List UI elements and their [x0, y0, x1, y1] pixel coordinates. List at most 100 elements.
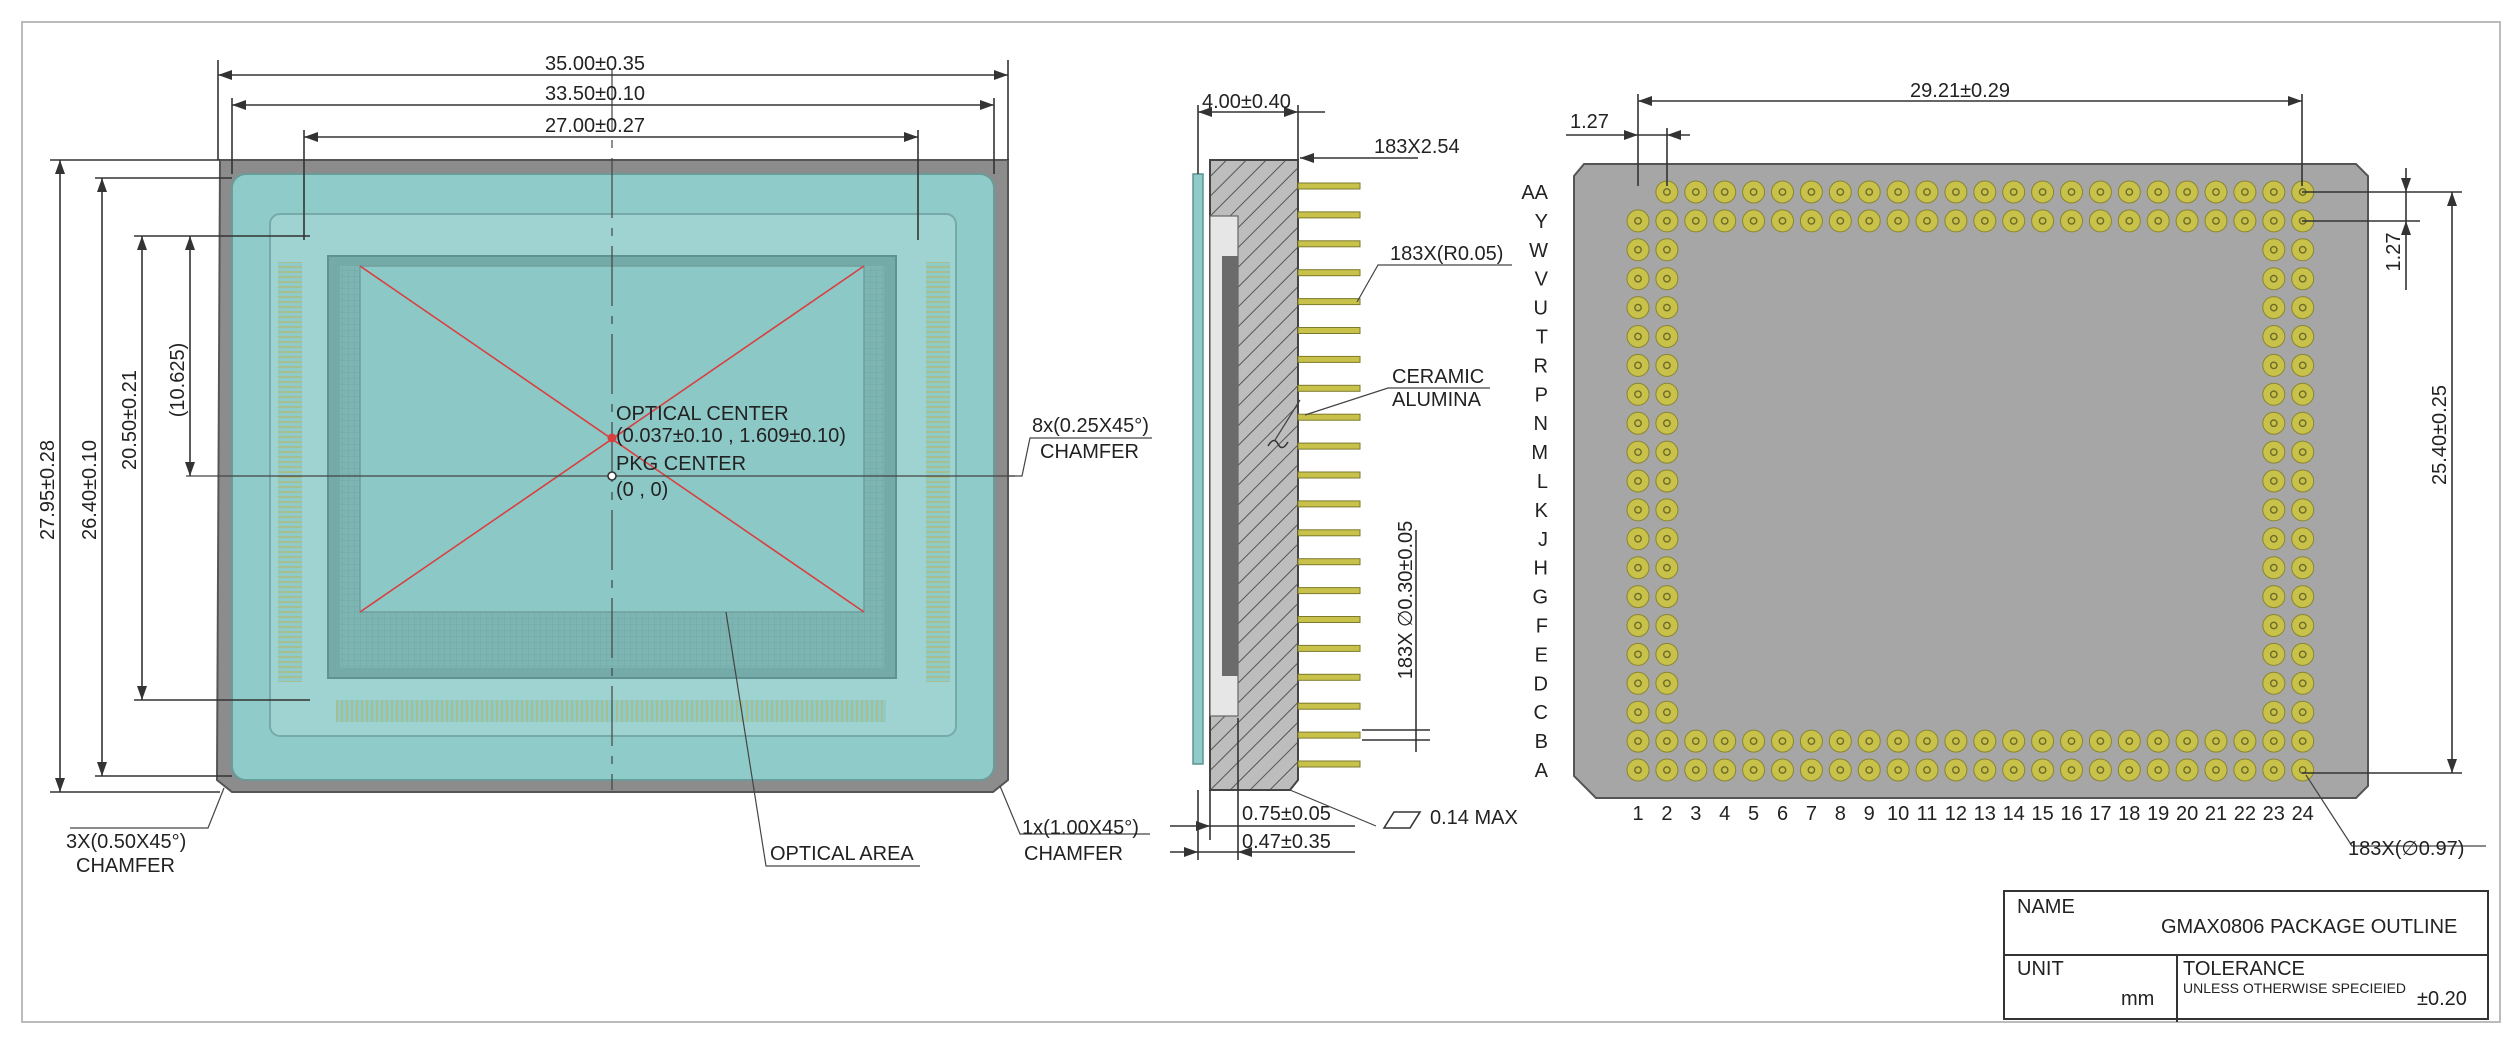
pin — [1626, 585, 1650, 609]
pin — [2175, 729, 2199, 753]
pin — [1655, 729, 1679, 753]
pin — [2117, 180, 2141, 204]
column-label: 22 — [2234, 803, 2256, 825]
pin-diameter: 183X ∅0.30±0.05 — [1395, 521, 1417, 680]
pin — [1626, 382, 1650, 406]
flatness-symbol — [1382, 811, 1422, 829]
pin — [1626, 498, 1650, 522]
side-pin — [1297, 500, 1361, 508]
unit-value: mm — [2121, 988, 2155, 1010]
side-pin — [1297, 211, 1361, 219]
pin — [1626, 642, 1650, 666]
pad-row-bottom — [336, 700, 886, 722]
pin — [1944, 758, 1968, 782]
dim-height-outer: 27.95±0.28 — [37, 440, 59, 540]
pin — [2117, 209, 2141, 233]
pin — [2088, 758, 2112, 782]
dim-height-ref: (10.625) — [167, 343, 189, 418]
tolerance-value: ±0.20 — [2417, 988, 2467, 1010]
pin — [1742, 729, 1766, 753]
pin — [2262, 180, 2286, 204]
dim-width-inner: 27.00±0.27 — [545, 115, 645, 137]
pin — [2031, 729, 2055, 753]
pin — [1626, 296, 1650, 320]
pin — [1915, 180, 1939, 204]
column-label: 2 — [1661, 803, 1672, 825]
chamfer-3x-word: CHAMFER — [76, 855, 175, 877]
pin — [1626, 671, 1650, 695]
row-label: K — [1535, 500, 1549, 522]
pin — [1655, 614, 1679, 637]
pin — [1886, 209, 1910, 233]
dim-bottom-1: 0.75±0.05 — [1242, 803, 1331, 825]
column-label: 23 — [2263, 803, 2285, 825]
pin — [1713, 209, 1737, 233]
side-material-mark — [1267, 439, 1289, 449]
drawing-frame — [21, 21, 2501, 1023]
bottom-package-body — [1573, 163, 2369, 799]
name-value: GMAX0806 PACKAGE OUTLINE — [2161, 916, 2458, 938]
pin — [1626, 440, 1650, 464]
material-line-2: ALUMINA — [1392, 389, 1482, 411]
pin — [2291, 440, 2315, 464]
pin — [2002, 758, 2026, 782]
pin — [2175, 758, 2199, 782]
pin — [1655, 671, 1679, 695]
side-pin — [1297, 269, 1361, 277]
pin — [1973, 758, 1997, 782]
row-label: D — [1534, 673, 1548, 695]
unit-label: UNIT — [2017, 958, 2064, 980]
side-pin — [1297, 355, 1361, 363]
pin — [2291, 556, 2315, 580]
pin — [1915, 209, 1939, 233]
pin — [2291, 758, 2315, 782]
pin — [2291, 700, 2315, 724]
pin — [2291, 296, 2315, 320]
pin — [1799, 180, 1823, 204]
pin — [1915, 758, 1939, 782]
pin — [2204, 180, 2228, 204]
pin — [1655, 469, 1679, 493]
row-label: G — [1532, 587, 1548, 609]
pin — [2002, 209, 2026, 233]
side-pin — [1297, 673, 1361, 681]
pin — [1857, 209, 1881, 233]
side-view: 4.00±0.40 183X2.54 183X(R0.05) CERAMIC A… — [1170, 91, 1518, 860]
pin — [2060, 758, 2083, 782]
dim-width: 29.21±0.29 — [1910, 80, 2010, 102]
title-block: NAME GMAX0806 PACKAGE OUTLINE UNIT mm TO… — [2003, 890, 2489, 1022]
row-label: B — [1535, 731, 1548, 753]
pin — [1973, 729, 1997, 753]
optical-area-label: OPTICAL AREA — [770, 843, 914, 865]
column-label: 6 — [1777, 803, 1788, 825]
pin — [1655, 382, 1679, 406]
row-label: Y — [1535, 211, 1548, 233]
pin — [1655, 325, 1679, 348]
column-label: 21 — [2205, 803, 2227, 825]
pin — [2262, 440, 2286, 464]
pin — [1742, 180, 1766, 204]
column-label: 15 — [2031, 803, 2053, 825]
pin — [2146, 209, 2170, 233]
side-pin — [1297, 442, 1361, 450]
pin — [2031, 209, 2055, 233]
pin — [1655, 527, 1679, 551]
pin — [2262, 527, 2286, 551]
column-label: 7 — [1806, 803, 1817, 825]
name-label: NAME — [2017, 896, 2075, 918]
pin — [1944, 729, 1968, 753]
side-pin — [1297, 731, 1361, 739]
pin — [2262, 642, 2286, 666]
pin — [2117, 758, 2141, 782]
pin — [2002, 729, 2026, 753]
row-label: H — [1534, 558, 1548, 580]
pin — [1742, 758, 1766, 782]
pin — [2291, 469, 2315, 493]
column-label: 1 — [1632, 803, 1643, 825]
pin-grid — [1626, 180, 2315, 782]
pin — [1742, 209, 1766, 233]
pin — [1828, 758, 1852, 782]
pin — [2233, 758, 2257, 782]
pin — [1771, 209, 1794, 233]
pin — [1857, 180, 1881, 204]
